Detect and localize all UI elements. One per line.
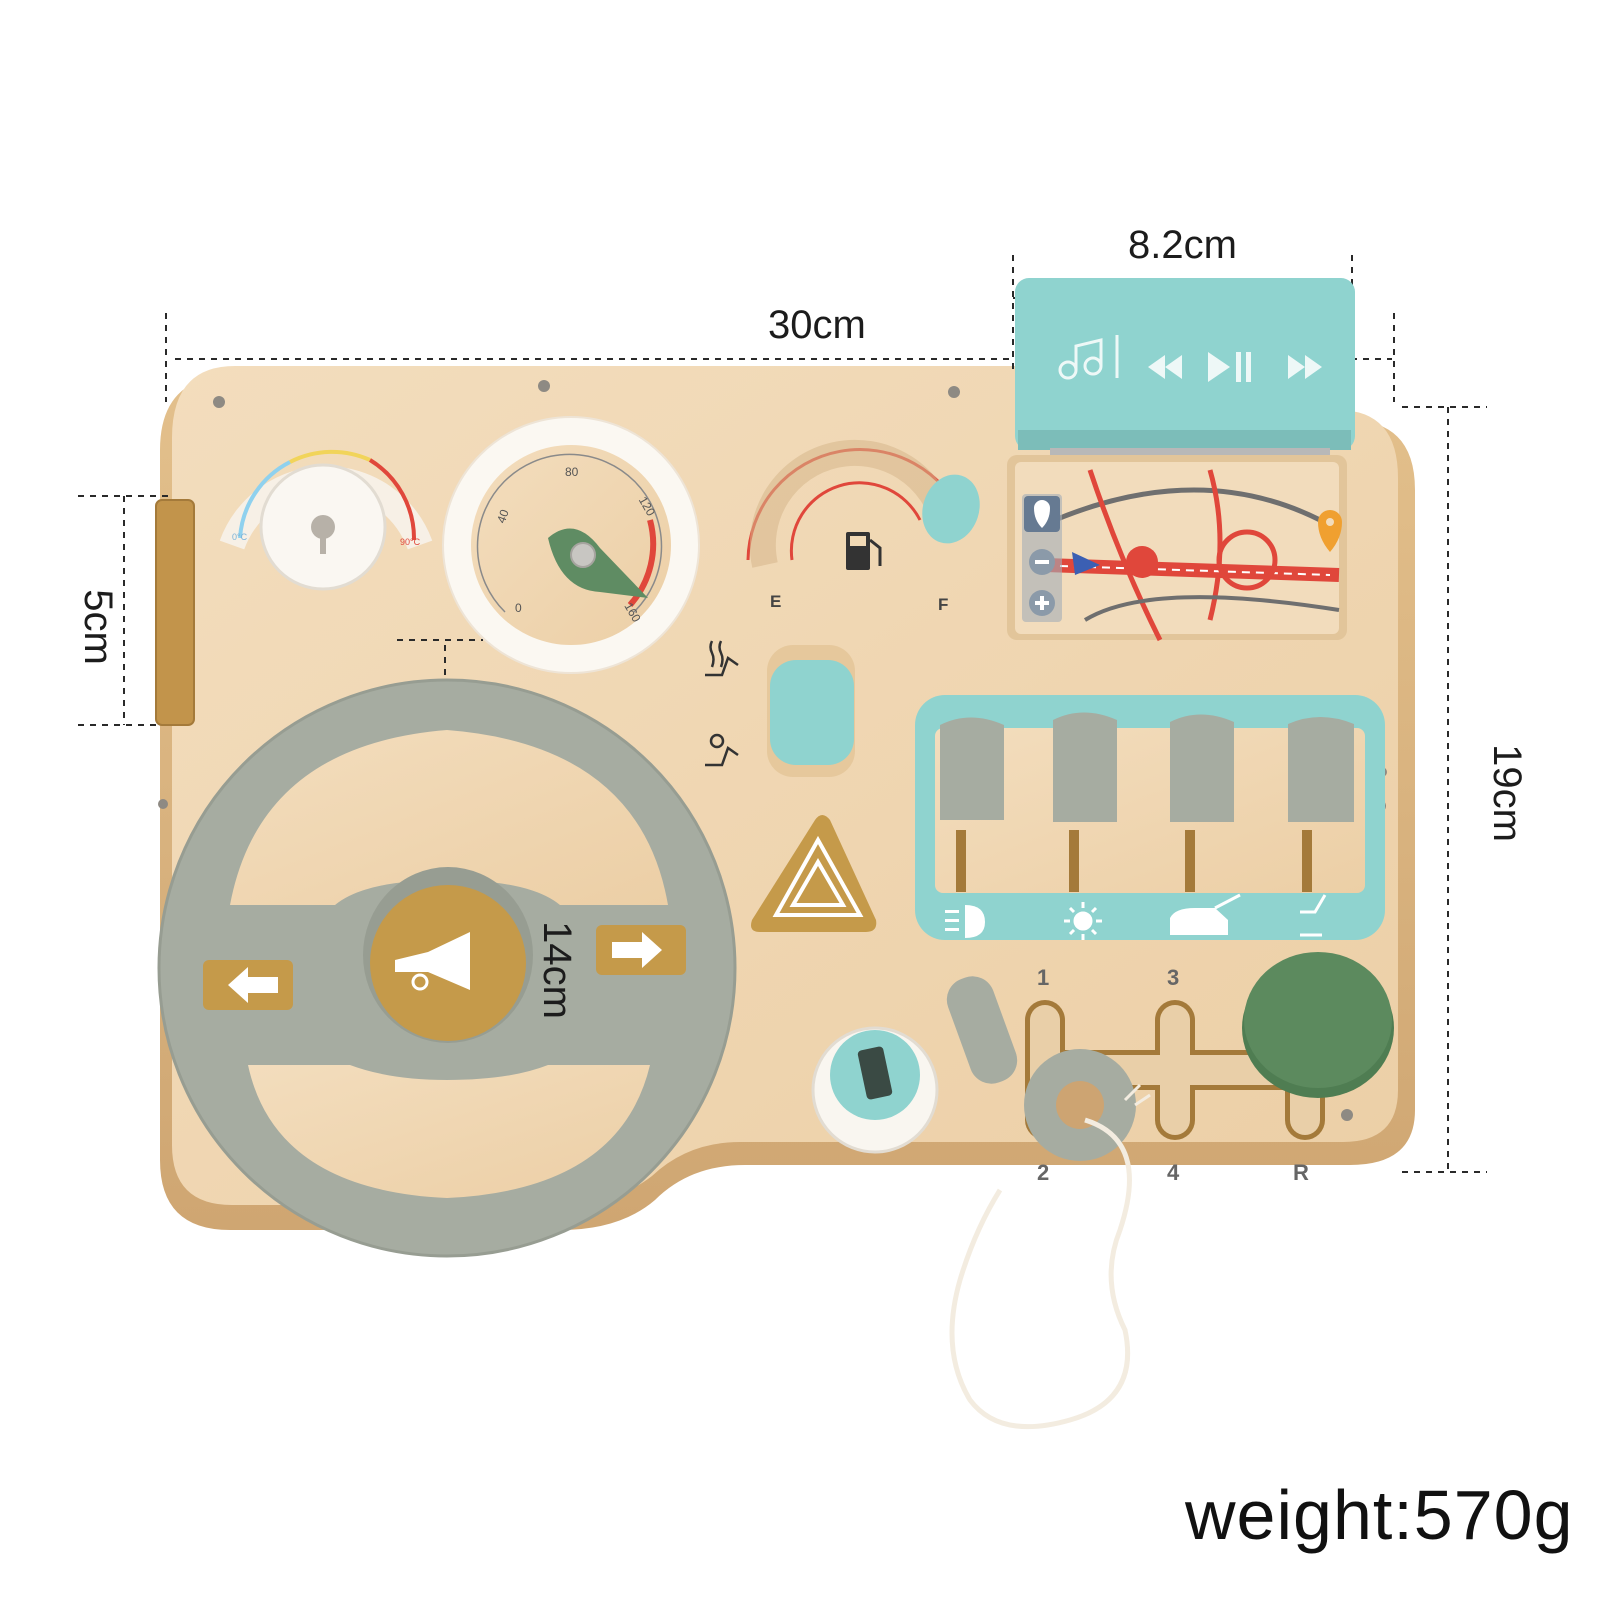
fuel-pump-icon [846, 532, 882, 570]
seat-fan-icon [705, 733, 739, 767]
switch-sun[interactable] [1053, 712, 1117, 823]
sun-icon [1064, 902, 1102, 940]
speedometer: 0 40 80 120 160 [442, 416, 700, 674]
zoom-out-icon[interactable] [1029, 549, 1055, 575]
play-pause-icon[interactable] [1208, 352, 1251, 382]
svg-text:R: R [1293, 1160, 1309, 1185]
gear-rope [949, 1117, 1132, 1430]
dimension-width-player: 8.2cm [1128, 223, 1237, 267]
zoom-in-icon[interactable] [1029, 590, 1055, 616]
ignition-key-slot[interactable] [811, 1026, 939, 1154]
seat-slider-knob[interactable] [770, 660, 854, 765]
headlight-icon [945, 905, 985, 938]
light-switches [940, 712, 1354, 823]
map-location-button[interactable] [1024, 496, 1060, 532]
right-signal-button[interactable] [596, 925, 686, 975]
green-knob[interactable] [1242, 952, 1394, 1098]
fuel-full-label: F [938, 595, 948, 614]
steering-wheel[interactable] [157, 678, 737, 1258]
light-switch-panel [915, 695, 1385, 940]
horn-button[interactable] [370, 885, 526, 1041]
map-screen [1007, 455, 1347, 642]
svg-text:80: 80 [565, 465, 579, 479]
seat-controls [705, 640, 855, 777]
svg-text:0: 0 [515, 601, 522, 615]
fuel-gauge: E F [746, 439, 989, 614]
svg-text:4: 4 [1167, 1160, 1180, 1185]
svg-text:3: 3 [1167, 965, 1179, 990]
weight-label: weight:570g [1185, 1476, 1574, 1554]
temperature-gauge: 0°C 90°C [219, 449, 433, 591]
dimension-wheel-diameter: 14cm [534, 921, 579, 1019]
rewind-icon[interactable] [1148, 355, 1182, 379]
thermo-low-label: 0°C [232, 532, 248, 542]
hazard-button[interactable] [751, 815, 877, 932]
switch-trunk[interactable] [1170, 714, 1234, 823]
music-player[interactable] [1015, 278, 1355, 456]
dimension-height-total: 19cm [1484, 744, 1529, 842]
fast-forward-icon[interactable] [1288, 355, 1322, 379]
seat-recline-icon [1300, 894, 1327, 937]
dimension-height-lever: 5cm [75, 589, 120, 665]
seat-heat-icon [705, 640, 739, 677]
left-signal-button[interactable] [203, 960, 293, 1010]
svg-text:40: 40 [494, 507, 512, 525]
side-lever[interactable] [156, 500, 194, 725]
svg-text:2: 2 [1037, 1160, 1049, 1185]
right-arrow-icon [612, 932, 662, 968]
car-trunk-icon [1170, 893, 1241, 935]
switch-recline[interactable] [1288, 717, 1354, 822]
switch-headlight[interactable] [940, 717, 1004, 821]
music-icon [1058, 335, 1119, 380]
hazard-icon [772, 835, 864, 917]
svg-text:1: 1 [1037, 965, 1049, 990]
gear-lever[interactable] [941, 970, 1136, 1161]
fuel-empty-label: E [770, 592, 781, 611]
fuel-slider-knob[interactable] [914, 467, 989, 551]
dimension-width-total: 30cm [768, 303, 866, 347]
thermo-high-label: 90°C [400, 537, 421, 547]
left-arrow-icon [228, 967, 278, 1003]
speed-needle[interactable] [548, 528, 648, 598]
gear-labels: 1 2 3 4 R [1037, 965, 1309, 1185]
horn-icon [395, 932, 470, 991]
location-pin-icon [1318, 510, 1342, 552]
